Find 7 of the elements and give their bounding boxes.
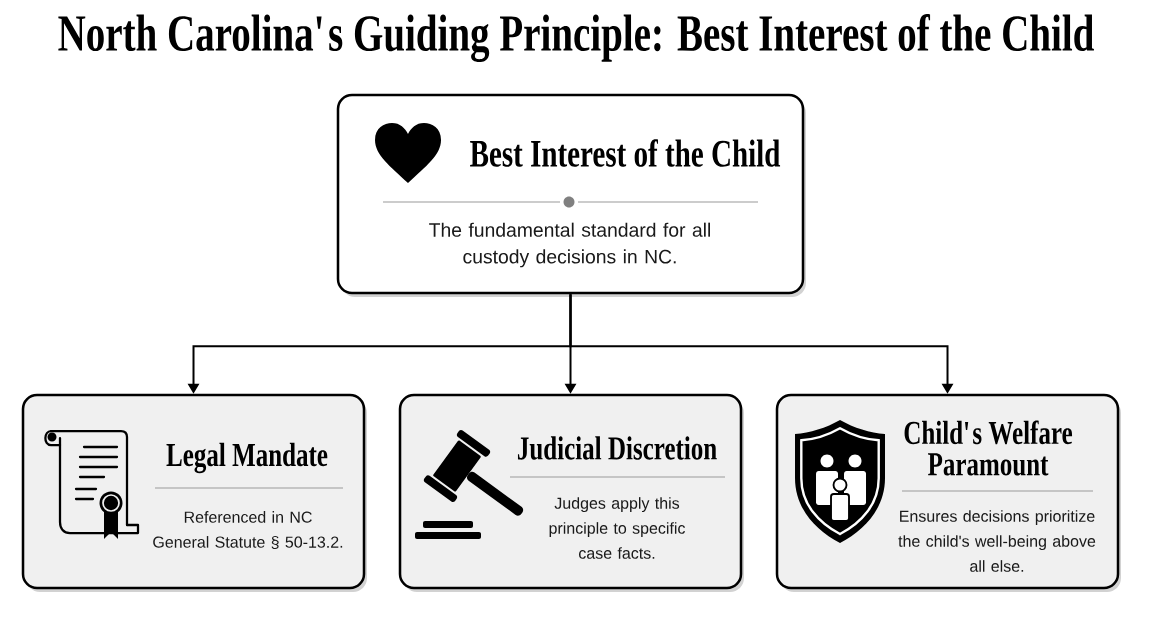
title: North Carolina's Guiding Principle: Best Interest of the Child [58, 13, 1094, 63]
description: Judges apply this principle to specific case facts. [549, 497, 685, 559]
heading: Judicial Discretion [517, 436, 717, 460]
description: Ensures decisions prioritize the child's well-being above all else. [898, 510, 1096, 572]
heading: Child's Welfare Paramount [904, 420, 1073, 476]
description: Referenced in NC General Statute § 50-13.2. [153, 511, 343, 549]
heading: Legal Mandate [166, 442, 328, 474]
